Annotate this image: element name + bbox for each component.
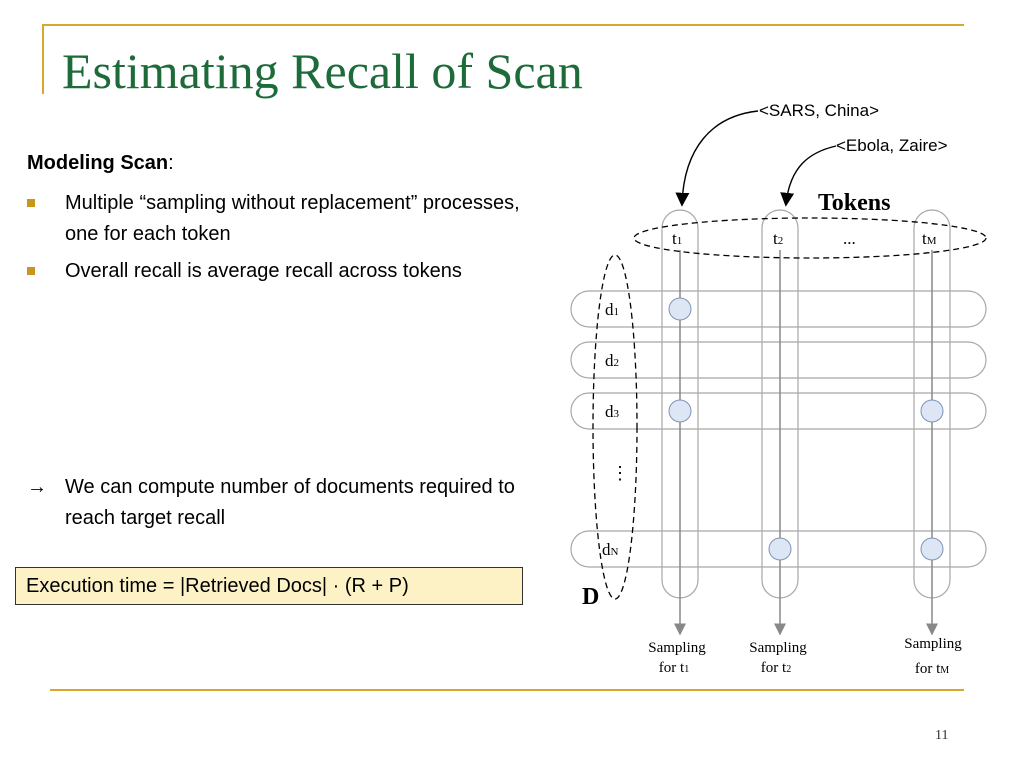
doc-row-pill xyxy=(570,341,987,379)
callout-sars: <SARS, China> xyxy=(759,101,879,120)
formula-box: Execution time = |Retrieved Docs| · (R +… xyxy=(15,567,523,605)
sampled-doc-dot xyxy=(920,399,944,423)
callout-arrow xyxy=(675,110,759,207)
token-label-t1: t1 xyxy=(672,229,682,248)
token-label-tm: tM xyxy=(922,229,937,248)
doc-row-pill xyxy=(570,290,987,328)
square-bullet-icon xyxy=(27,267,35,275)
documents-d-label: D xyxy=(582,584,599,610)
doc-row-pill xyxy=(570,392,987,430)
doc-row-pill xyxy=(570,530,987,568)
callout-ebola: <Ebola, Zaire> xyxy=(836,136,948,155)
doc-label-d1: d1 xyxy=(605,300,619,319)
bullet-text: Overall recall is average recall across … xyxy=(65,260,462,282)
right-arrow-icon: → xyxy=(27,476,47,498)
bullet-text: Multiple “sampling without replacement” … xyxy=(65,192,520,245)
conclusion: → We can compute number of documents req… xyxy=(27,472,527,534)
callout-arrow xyxy=(780,145,837,207)
modeling-colon: : xyxy=(168,152,174,174)
sampling-caption-t1: Sampling xyxy=(648,640,706,656)
sampled-doc-dot xyxy=(768,537,792,561)
sampled-doc-dot xyxy=(668,297,692,321)
page-number: 11 xyxy=(935,728,949,743)
bullet-item: Overall recall is average recall across … xyxy=(27,256,527,287)
doc-ellipsis: ⋮ xyxy=(611,463,629,483)
slide-title: Estimating Recall of Scan xyxy=(62,43,583,99)
conclusion-text: We can compute number of documents requi… xyxy=(65,476,515,529)
sampling-caption-t2-line2: for t2 xyxy=(761,660,791,676)
bullet-item: Multiple “sampling without replacement” … xyxy=(27,188,527,250)
token-ellipsis: ... xyxy=(843,229,856,248)
modeling-heading: Modeling Scan: xyxy=(27,152,174,175)
modeling-label: Modeling Scan xyxy=(27,152,169,174)
bottom-rule xyxy=(50,689,964,691)
sampling-caption-tm: Sampling xyxy=(904,636,962,652)
square-bullet-icon xyxy=(27,199,35,207)
sampling-caption-t1-line2: for t1 xyxy=(659,660,689,676)
tokens-ellipse xyxy=(633,217,987,259)
doc-label-d3: d3 xyxy=(605,402,620,421)
sampling-caption-tm-line2: for tM xyxy=(915,661,949,677)
sampling-caption-t2: Sampling xyxy=(749,640,807,656)
left-rule xyxy=(42,24,44,94)
token-label-t2: t2 xyxy=(773,229,783,248)
doc-label-d2: d2 xyxy=(605,351,619,370)
sampled-doc-dot xyxy=(920,537,944,561)
top-rule xyxy=(42,24,964,26)
tokens-label: Tokens xyxy=(818,190,891,216)
sampled-doc-dot xyxy=(668,399,692,423)
doc-label-dn: dN xyxy=(602,540,619,559)
documents-ellipse xyxy=(592,254,638,600)
